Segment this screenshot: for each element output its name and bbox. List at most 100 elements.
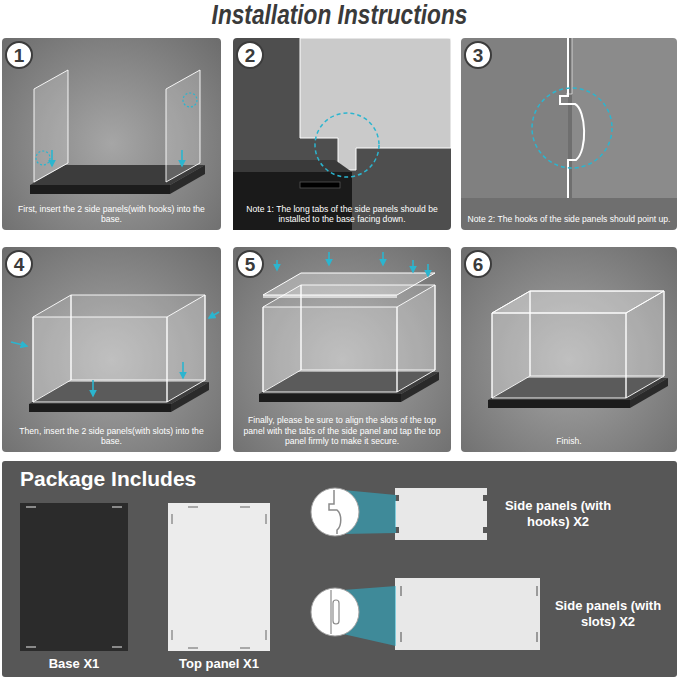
hook-edge [560,38,584,198]
slot-mark [536,632,538,642]
top-panel-slot [240,647,250,649]
base-notch [112,646,122,648]
base-top [488,378,668,400]
step-panel: Then, insert the 2 side panels(with slot… [2,247,221,452]
hook-notch [395,527,399,533]
base-notch [112,506,122,508]
acrylic-wall [167,295,205,402]
slot-mark [400,632,402,642]
step-panel: Finish. 6 [461,247,677,452]
slot-side-panel-part: Side panels (with slots) X2 [395,578,540,650]
acrylic-wall [492,291,530,398]
acrylic-wall [301,285,435,370]
step-number: 2 [245,46,256,65]
acrylic-wall [492,313,626,398]
step-panel: Note 1: The long tabs of the side panels… [233,38,451,230]
step-number: 5 [245,255,256,274]
insert-arrow [181,150,183,166]
base-side [171,382,209,412]
step-five-illustration [259,252,439,402]
step-number-badge: 2 [236,41,264,69]
zoom-circle [311,588,359,636]
acrylic-wall [33,295,71,402]
insert-arrow [51,150,53,166]
step-six-illustration [488,291,668,408]
hook-notch [395,495,399,501]
hook-highlight [36,151,50,165]
step-caption: Finally, please be sure to align the slo… [239,415,445,447]
side-panel [166,70,200,182]
slot-mark [536,586,538,596]
base-slot [300,182,340,188]
step-number-badge: 3 [464,41,492,69]
zoom-circle [311,488,359,536]
hook-highlight [183,93,197,107]
base-side [630,378,668,408]
top-panel-slot [240,506,250,508]
acrylic-wall [397,285,435,392]
hook-edge [566,38,572,94]
acrylic-wall [530,291,664,376]
base-top [30,165,205,185]
step-number: 1 [14,46,25,65]
base-front [488,400,630,408]
part-label: Base X1 [0,656,158,672]
part-label: Side panels (with hooks) X2 [499,498,617,530]
section-heading: Package Includes [20,466,196,492]
insert-arrow [92,380,94,396]
page-title: Installation Instructions [54,0,624,30]
base-front [259,394,401,402]
hook-notch [483,527,487,533]
acrylic-wall [263,307,397,392]
hook-detail [329,490,341,534]
top-panel [263,273,435,295]
slot-detail [333,600,339,624]
press-arrow [412,260,414,272]
top-panel-slot [171,514,173,524]
package-band: Package IncludesBase X1 Top panel X1 Side … [2,461,677,677]
acrylic-wall [33,317,167,402]
top-panel-slot [265,630,267,640]
step-caption: Note 1: The long tabs of the side panels… [239,204,445,225]
press-arrow [276,260,278,270]
base-side [170,165,205,194]
step-number: 6 [473,255,484,274]
part-label: Side panels (with slots) X2 [552,598,664,630]
step-panel: Finally, please be sure to align the slo… [233,247,451,452]
press-arrow [427,264,429,276]
hook-highlight [532,88,612,168]
side-panel [34,70,68,182]
step-panel: Note 2: The hooks of the side panels sho… [461,38,677,230]
step-number-badge: 5 [236,250,264,278]
step-three-illustration [461,38,677,198]
top-panel-slot [171,630,173,640]
base-front [30,185,170,194]
base-top [233,160,352,172]
slot-detail [330,590,331,634]
step-caption: Finish. [467,436,671,447]
side-panel-closeup [572,38,677,198]
top-panel-slot [265,514,267,524]
zoom-wedge [343,586,396,646]
press-arrow [328,252,330,265]
step-caption: Note 2: The hooks of the side panels sho… [467,214,671,225]
slot-mark [400,586,402,596]
base-notch [26,506,36,508]
zoom-wedge [343,490,396,534]
hook-notch [483,495,487,501]
step-number: 3 [473,46,484,65]
insert-arrow [209,312,219,318]
base-top [29,382,209,404]
top-panel-part: Top panel X1 [168,503,270,651]
base-side [401,372,439,402]
step-number-badge: 4 [5,250,33,278]
acrylic-wall [263,285,301,392]
base-part: Base X1 [20,503,128,651]
side-panel-closeup [300,38,451,170]
side-panel-closeup [461,38,568,198]
step-number: 4 [14,255,25,274]
base-notch [26,646,36,648]
top-panel-slot [188,506,198,508]
step-caption: First, insert the 2 side panels(with hoo… [8,204,215,225]
base-front [29,404,171,412]
